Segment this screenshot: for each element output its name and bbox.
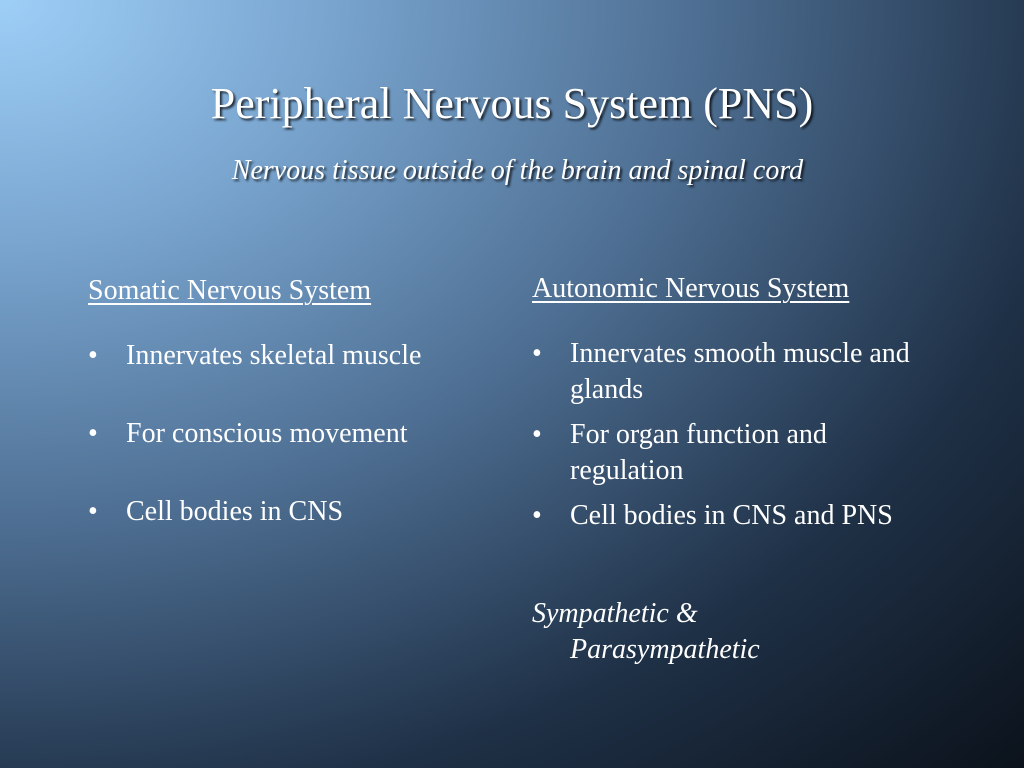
list-item: • Cell bodies in CNS xyxy=(88,494,508,530)
bullet-text: For organ function and regulation xyxy=(570,419,827,486)
list-item: • Innervates smooth muscle and glands xyxy=(532,336,942,408)
note-line-1: Sympathetic & xyxy=(532,598,698,629)
bullet-text: Cell bodies in CNS and PNS xyxy=(570,500,893,531)
list-item: • Innervates skeletal muscle xyxy=(88,338,508,374)
somatic-bullet-list: • Innervates skeletal muscle • For consc… xyxy=(88,338,508,530)
autonomic-heading: Autonomic Nervous System xyxy=(532,273,850,304)
bullet-icon: • xyxy=(532,419,542,450)
autonomic-bullet-list: • Innervates smooth muscle and glands • … xyxy=(532,336,942,534)
somatic-heading: Somatic Nervous System xyxy=(88,275,372,306)
autonomic-divisions-note: Sympathetic & Parasympathetic xyxy=(532,596,932,668)
bullet-text: Innervates skeletal muscle xyxy=(126,340,422,371)
bullet-text: Innervates smooth muscle and glands xyxy=(570,338,910,405)
list-item: • For organ function and regulation xyxy=(532,417,942,489)
list-item: • For conscious movement xyxy=(88,416,508,452)
list-item: • Cell bodies in CNS and PNS xyxy=(532,498,942,534)
bullet-icon: • xyxy=(88,496,98,527)
bullet-icon: • xyxy=(532,500,542,531)
bullet-icon: • xyxy=(88,418,98,449)
bullet-text: For conscious movement xyxy=(126,418,408,449)
bullet-icon: • xyxy=(88,340,98,371)
note-line-2: Parasympathetic xyxy=(570,634,760,665)
slide-title: Peripheral Nervous System (PNS) xyxy=(210,79,814,128)
slide-subtitle: Nervous tissue outside of the brain and … xyxy=(231,155,804,186)
bullet-text: Cell bodies in CNS xyxy=(126,496,344,527)
bullet-icon: • xyxy=(532,338,542,369)
